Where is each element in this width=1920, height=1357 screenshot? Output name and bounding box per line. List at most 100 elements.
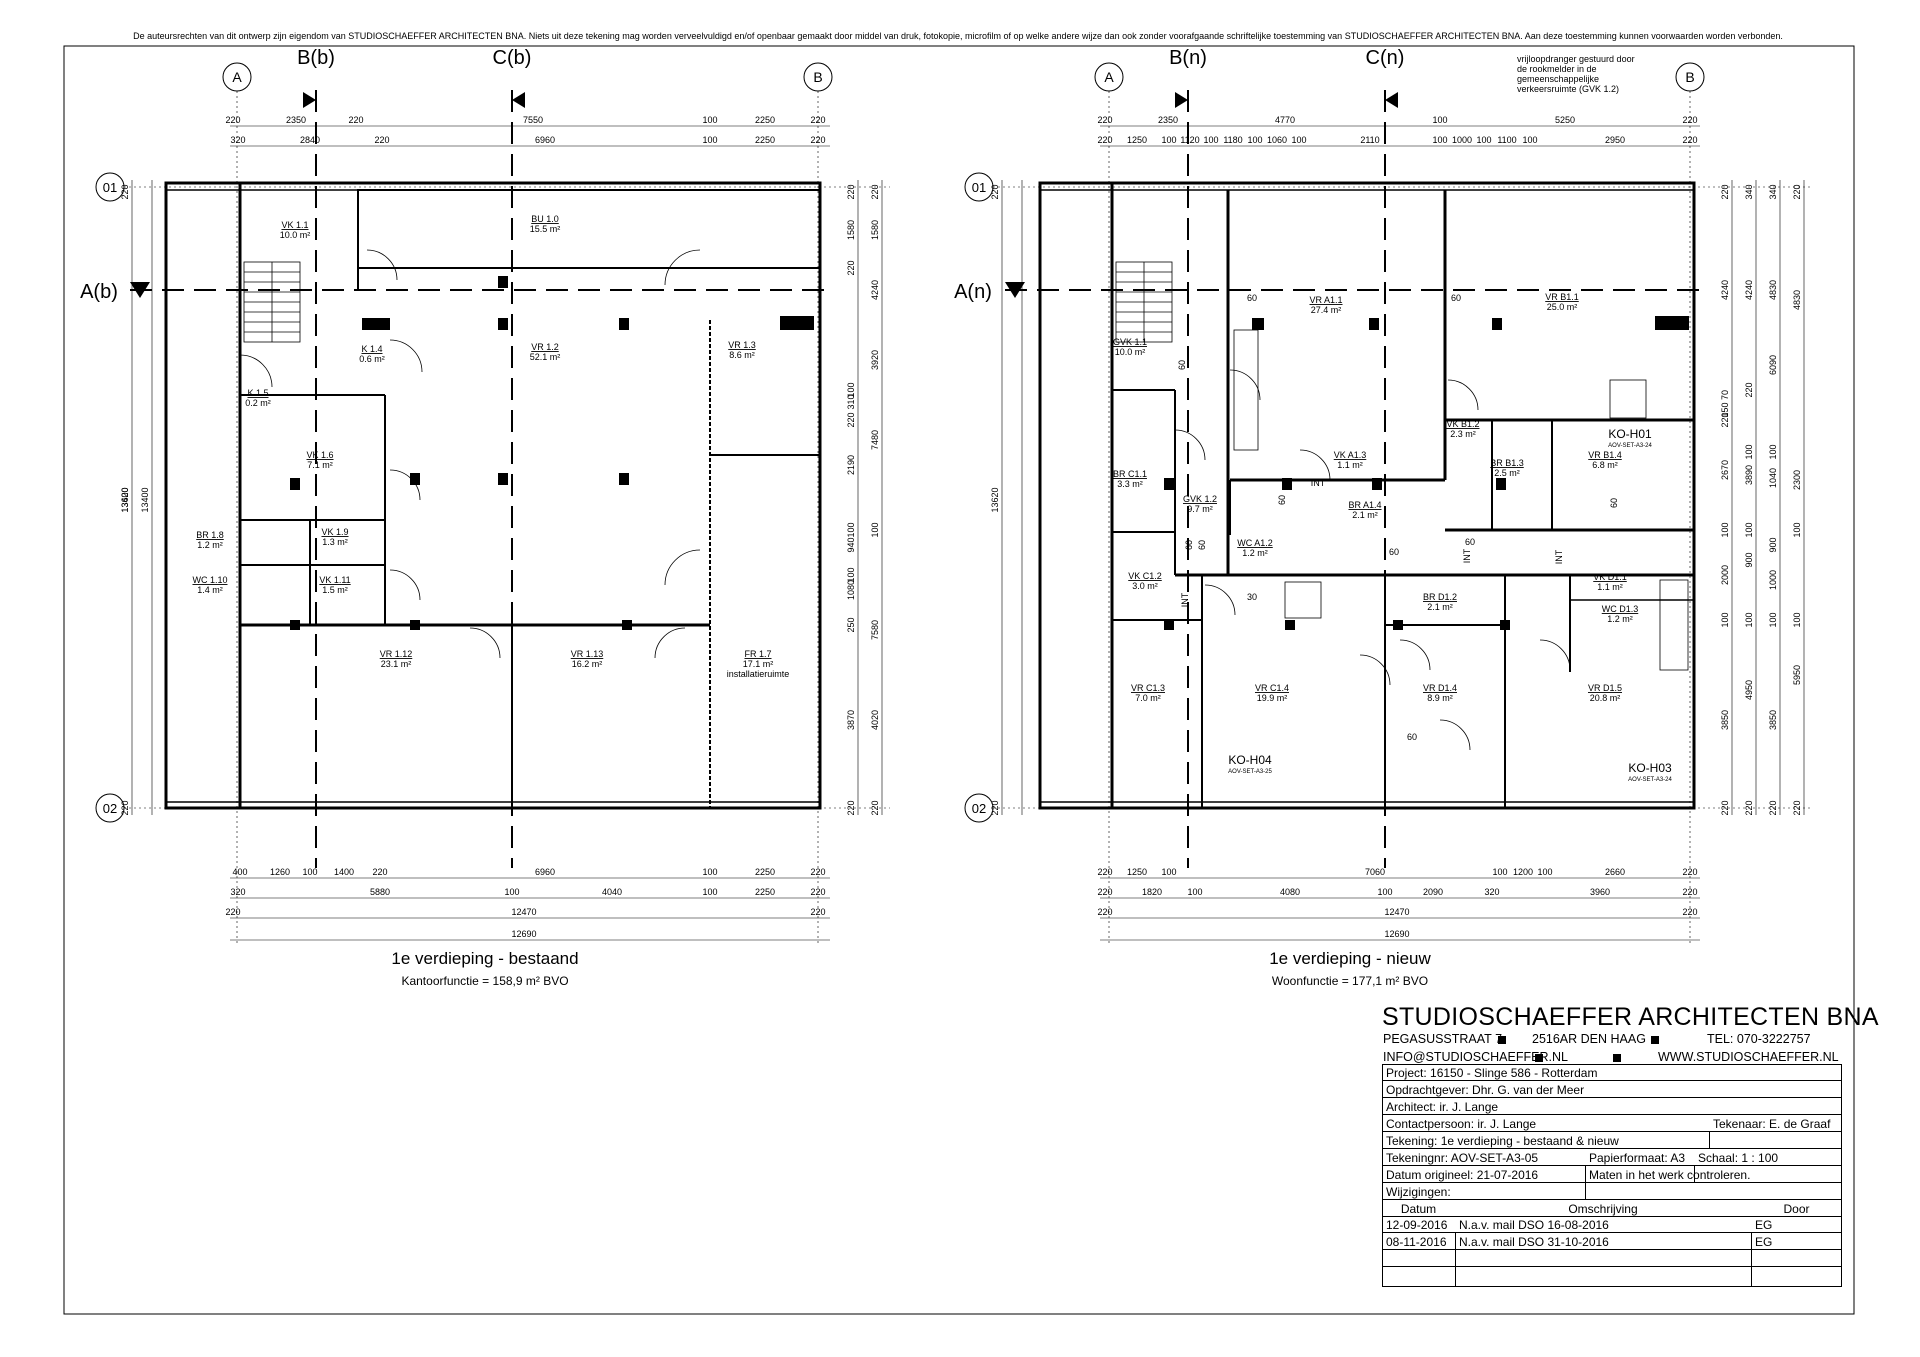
room-name: VR 1.13 [571, 649, 604, 659]
dimension: 310 [846, 394, 856, 409]
dimension: 100 [1792, 522, 1802, 537]
door-note: gemeenschappelijke [1517, 74, 1599, 84]
room-name: GVK 1.2 [1183, 494, 1217, 504]
company-street: PEGASUSSTRAAT 7 [1383, 1032, 1503, 1046]
dimension: 220 [846, 260, 856, 275]
dimension: 2250 [755, 115, 775, 125]
tb-change-description: N.a.v. mail DSO 16-08-2016 [1459, 1218, 1609, 1232]
dimension: 13400 [120, 487, 130, 512]
dimension: 1580 [846, 220, 856, 240]
dimension: 4040 [602, 887, 622, 897]
dimension: 4950 [1744, 680, 1754, 700]
dimension: 12690 [1384, 929, 1409, 939]
right-doors [1174, 369, 1571, 751]
room-area: 0.6 m² [359, 354, 385, 364]
grid-bubble-label: B [813, 69, 822, 85]
company-website[interactable]: WWW.STUDIOSCHAEFFER.NL [1658, 1050, 1839, 1064]
right-stair [1115, 261, 1173, 343]
title-block-grid [1382, 1064, 1842, 1287]
dimension: 220 [1792, 184, 1802, 199]
dimension: 12690 [511, 929, 536, 939]
dimension: 2350 [1158, 115, 1178, 125]
dimension: 1400 [334, 867, 354, 877]
dimension: 900 [1768, 537, 1778, 552]
room-name: BR C1.1 [1113, 469, 1147, 479]
dimension: 1200 [1513, 867, 1533, 877]
dimension: 100 [702, 867, 717, 877]
dimension: 100 [846, 567, 856, 582]
door-note: de rookmelder in de [1517, 64, 1597, 74]
dimension: 220 [846, 800, 856, 815]
tb-scale: Schaal: 1 : 100 [1698, 1151, 1779, 1165]
dimension: 100 [1744, 612, 1754, 627]
right-plan [964, 62, 1810, 945]
dimension: 220 [810, 135, 825, 145]
dimension: 340 [1744, 184, 1754, 199]
room-name: VK 1.1 [281, 220, 308, 230]
left-dim-lines [124, 91, 890, 945]
dimension: 220 [990, 184, 1000, 199]
dimension: 100 [1522, 135, 1537, 145]
room-name: VK D1.1 [1593, 572, 1627, 582]
dimension: 220 [1744, 382, 1754, 397]
dimension: 320 [1484, 887, 1499, 897]
dimension: 220 [120, 800, 130, 815]
room-name: VR D1.4 [1423, 683, 1457, 693]
dimension: 220 [1097, 887, 1112, 897]
dimension: 1040 [1768, 468, 1778, 488]
tb-client: Opdrachtgever: Dhr. G. van der Meer [1386, 1083, 1585, 1097]
dimension: 2950 [1605, 135, 1625, 145]
dimension: 2660 [1605, 867, 1625, 877]
room-name: VK A1.3 [1334, 450, 1367, 460]
dimension: 2840 [300, 135, 320, 145]
dimension: 100 [1161, 867, 1176, 877]
dimension: 2250 [755, 887, 775, 897]
tb-paper-format: Papierformaat: A3 [1589, 1151, 1686, 1165]
dimension: 13620 [120, 487, 130, 512]
grid-bubble-label: B [1685, 69, 1694, 85]
room-area: AOV-SET-A3-25 [1228, 769, 1272, 775]
room-area: 10.0 m² [1115, 347, 1146, 357]
dimension: 3960 [1590, 887, 1610, 897]
tb-change-by: EG [1755, 1218, 1773, 1232]
dimension: 70 [1720, 390, 1730, 400]
tb-drawing-number: Tekeningnr: AOV-SET-A3-05 [1386, 1151, 1539, 1165]
room-area: 1.4 m² [197, 585, 223, 595]
dimension: 100 [1768, 444, 1778, 459]
dimension: 100 [1720, 612, 1730, 627]
right-section-markers [1005, 92, 1398, 298]
grid-bubble-label: 02 [972, 801, 986, 816]
tb-contact: Contactpersoon: ir. J. Lange [1386, 1117, 1537, 1131]
dimension: 1260 [270, 867, 290, 877]
dimension: 100 [702, 887, 717, 897]
dimension: 100 [1377, 887, 1392, 897]
dimension: 400 [232, 867, 247, 877]
room-area: AOV-SET-A3-24 [1608, 443, 1652, 449]
dimension: 220 [1792, 800, 1802, 815]
dimension: 250 [846, 617, 856, 632]
room-name: WC A1.2 [1237, 538, 1273, 548]
right-columns [1164, 316, 1689, 630]
company-email[interactable]: INFO@STUDIOSCHAEFFER.NL [1383, 1050, 1568, 1064]
dimension: 320 [230, 887, 245, 897]
plan-marker: 60 [1609, 498, 1619, 508]
dimension: 220 [1768, 800, 1778, 815]
dimension: 100 [1291, 135, 1306, 145]
separator-square [1613, 1054, 1621, 1062]
copyright-notice: De auteursrechten van dit ontwerp zijn e… [133, 31, 1783, 41]
plan-marker: INT [1554, 549, 1564, 564]
separator-square [1651, 1036, 1659, 1044]
door-note: vrijloopdranger gestuurd door [1517, 54, 1635, 64]
dimension: 100 [1247, 135, 1262, 145]
plan-title: 1e verdieping - nieuw [1269, 949, 1431, 968]
dimension: 2250 [755, 135, 775, 145]
room-note: installatieruimte [727, 669, 790, 679]
room-area: 9.7 m² [1187, 504, 1213, 514]
room-area: 10.0 m² [280, 230, 311, 240]
dimension: 6960 [535, 135, 555, 145]
section-label: C(b) [493, 47, 532, 69]
dimension: 1120 [1180, 135, 1199, 145]
dimension: 100 [1537, 867, 1552, 877]
dimension: 220 [810, 887, 825, 897]
